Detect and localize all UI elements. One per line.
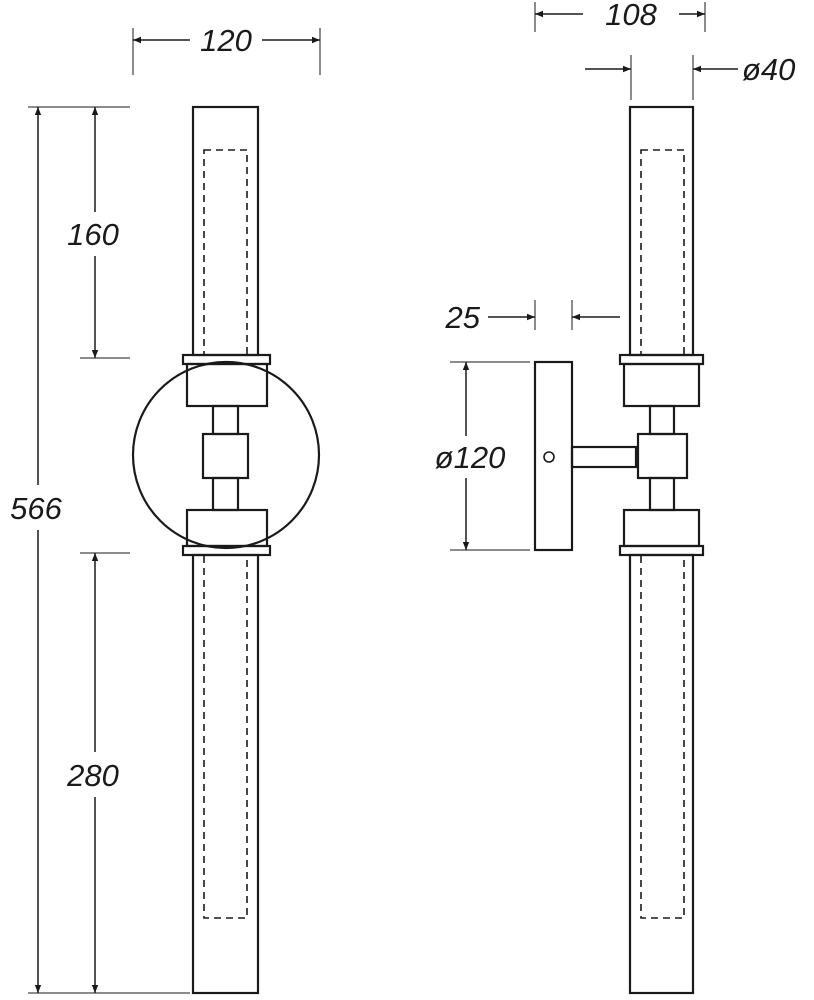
dim-side-projection: 108	[605, 0, 657, 32]
side-arm	[570, 445, 638, 469]
upper-tube	[191, 105, 260, 357]
dim-front-width: 120	[200, 23, 252, 58]
front-view	[131, 105, 321, 995]
dim-plate-offset: 25	[445, 300, 481, 335]
side-upper-flange	[618, 353, 705, 366]
side-upper-cup	[622, 362, 701, 408]
upper-cup	[185, 362, 269, 408]
side-upper-tube-inner	[640, 149, 685, 356]
lower-tube-inner	[203, 554, 248, 919]
lower-stem	[211, 476, 240, 512]
side-upper-stem	[648, 404, 676, 436]
dim-overall-height: 566	[10, 491, 62, 526]
side-lower-cup	[622, 508, 701, 548]
dim-upper-tube: 160	[67, 217, 119, 252]
side-lower-flange	[618, 544, 705, 557]
upper-stem	[211, 404, 240, 436]
dim-tube-diameter: ø40	[742, 52, 795, 87]
dim-lower-tube: 280	[66, 758, 119, 793]
wall-plate-circle	[131, 360, 321, 550]
side-middle-block	[636, 432, 689, 480]
lower-cup	[185, 508, 269, 548]
front-dimensions: 120 566 160 280	[10, 23, 321, 994]
dim-wall-plate-diameter: ø120	[435, 440, 506, 475]
side-lower-stem	[648, 476, 676, 512]
side-lower-tube-inner	[640, 554, 685, 919]
mounting-screw	[543, 451, 555, 463]
side-dimensions: 108 ø40 25 ø120	[435, 0, 795, 551]
lower-tube	[191, 553, 260, 995]
middle-block	[201, 432, 250, 480]
side-view	[533, 105, 705, 995]
side-lower-tube	[628, 553, 695, 995]
upper-tube-inner	[203, 149, 248, 356]
